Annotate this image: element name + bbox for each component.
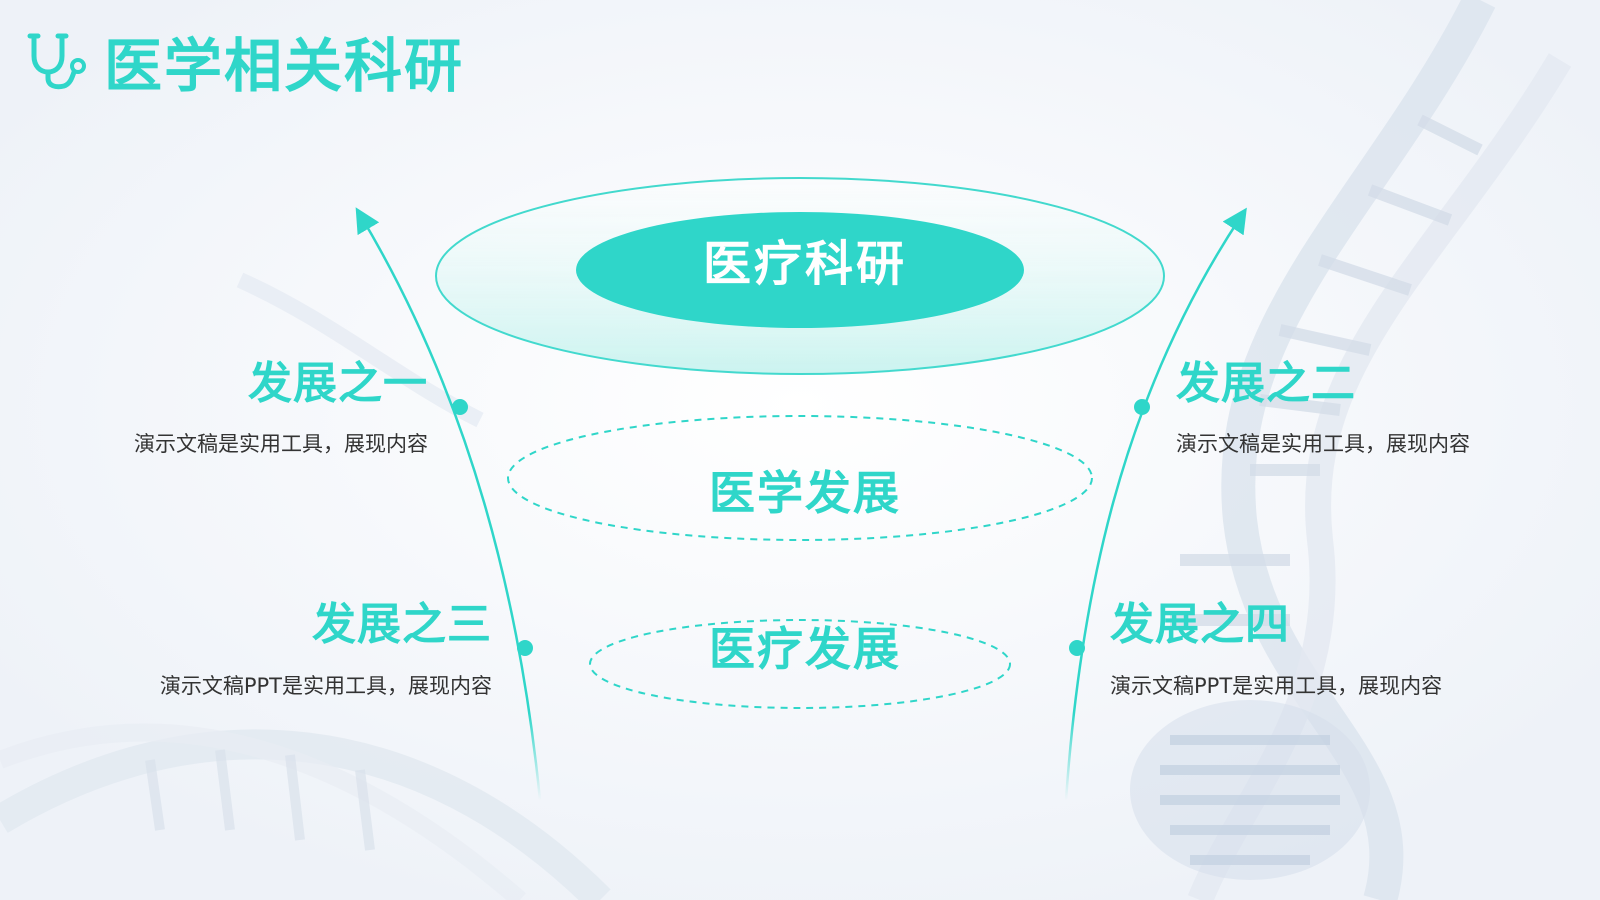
dot-item-2 [1134,399,1150,415]
item-2-title: 发展之二 [1176,358,1356,409]
item-3-title: 发展之三 [312,599,492,650]
stethoscope-icon [27,33,86,90]
dot-item-3 [517,640,533,656]
dot-item-4 [1069,640,1085,656]
left-connector-line [355,207,542,801]
center-top-label: 医疗科研 [702,236,907,292]
bottom-dashed-ellipse [589,619,1011,709]
center-bottom-label: 医疗发展 [709,622,901,676]
middle-dashed-ellipse [507,415,1093,541]
dot-item-1 [452,399,468,415]
page-title: 医学相关科研 [104,32,465,100]
right-connector-line [1064,207,1247,801]
item-4-desc: 演示文稿PPT是实用工具，展现内容 [1110,674,1443,698]
center-middle-label: 医学发展 [709,466,901,520]
item-3-desc: 演示文稿PPT是实用工具，展现内容 [159,674,492,698]
top-inner-ellipse [576,212,1024,328]
item-1-desc: 演示文稿是实用工具，展现内容 [134,432,428,456]
item-4-title: 发展之四 [1110,599,1290,650]
item-1-title: 发展之一 [248,358,428,409]
item-2-desc: 演示文稿是实用工具，展现内容 [1176,432,1470,456]
